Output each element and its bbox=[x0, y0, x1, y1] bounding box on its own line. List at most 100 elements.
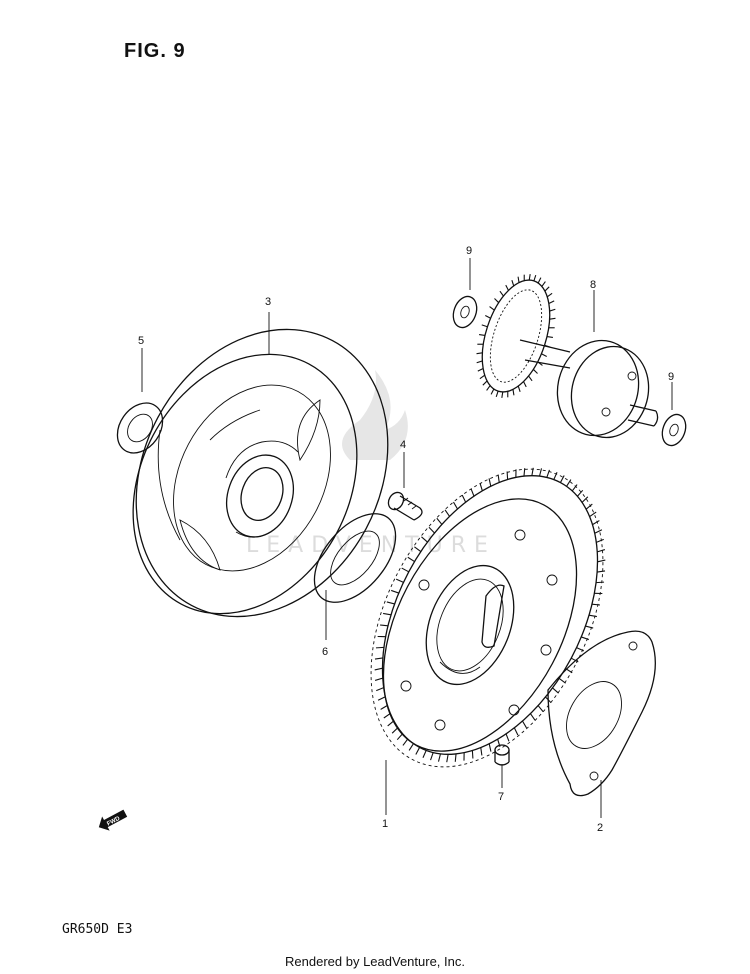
gear-tooth bbox=[588, 614, 597, 618]
gear-tooth bbox=[513, 727, 519, 736]
gear-tooth bbox=[476, 352, 483, 355]
gear-tooth bbox=[594, 529, 603, 534]
gear-tooth bbox=[386, 601, 395, 605]
gear-tooth bbox=[402, 738, 409, 746]
gear-tooth bbox=[383, 712, 391, 719]
gear-tooth bbox=[374, 667, 383, 671]
part-9-washer-lower bbox=[661, 413, 687, 447]
gear-tooth bbox=[437, 753, 442, 762]
gear-tooth bbox=[505, 284, 509, 291]
gear-tooth bbox=[558, 677, 566, 684]
fwd-arrow-icon: FWD bbox=[98, 809, 128, 831]
gear-tooth bbox=[488, 478, 492, 487]
gear-tooth bbox=[480, 747, 483, 756]
callout-6: 6 bbox=[322, 646, 328, 658]
gear-tooth bbox=[549, 317, 556, 320]
gear-tooth bbox=[565, 667, 573, 674]
gear-tooth bbox=[490, 388, 495, 395]
gear-tooth bbox=[528, 375, 533, 382]
gear-tooth bbox=[374, 677, 383, 681]
gear-tooth bbox=[452, 501, 459, 510]
gear-tooth bbox=[461, 494, 467, 503]
gear-tooth bbox=[476, 360, 483, 364]
gear-tooth bbox=[501, 391, 504, 398]
gear-tooth bbox=[479, 374, 486, 380]
gear-tooth bbox=[401, 567, 410, 573]
gear-tooth bbox=[505, 733, 510, 742]
gear-tooth bbox=[548, 300, 555, 305]
gear-tooth bbox=[499, 290, 504, 297]
gear-tooth bbox=[581, 636, 589, 641]
part-5-plate bbox=[116, 402, 164, 454]
gear-tooth bbox=[415, 747, 421, 755]
gear-tooth bbox=[528, 274, 531, 281]
gear-tooth bbox=[549, 308, 556, 312]
callout-2: 2 bbox=[597, 822, 603, 834]
gear-tooth bbox=[544, 344, 551, 348]
gear-tooth bbox=[387, 720, 395, 727]
gear-tooth bbox=[477, 367, 484, 372]
gear-tooth bbox=[541, 353, 547, 357]
gear-tooth bbox=[421, 536, 428, 543]
gear-tooth bbox=[523, 381, 527, 388]
gear-tooth bbox=[585, 503, 593, 510]
gear-tooth bbox=[497, 474, 500, 483]
gear-tooth bbox=[537, 705, 544, 713]
gear-tooth bbox=[422, 750, 427, 758]
gear-tooth bbox=[396, 733, 403, 741]
gear-tooth bbox=[479, 482, 483, 491]
model-code: GR650D E3 bbox=[62, 922, 133, 937]
gear-tooth bbox=[529, 713, 536, 721]
gear-tooth bbox=[523, 468, 526, 477]
gear-tooth bbox=[511, 280, 515, 287]
gear-tooth bbox=[552, 687, 559, 694]
gear-tooth bbox=[589, 511, 597, 518]
part-1-gear-teeth bbox=[374, 467, 606, 763]
gear-tooth bbox=[571, 484, 578, 492]
gear-tooth bbox=[537, 277, 542, 284]
gear-tooth bbox=[436, 517, 443, 525]
part-8-gear-teeth bbox=[476, 274, 556, 398]
part-3-clutch-housing bbox=[132, 328, 389, 618]
gear-tooth bbox=[497, 739, 501, 748]
gear-tooth bbox=[533, 274, 537, 282]
gear-tooth bbox=[489, 306, 495, 311]
gear-tooth bbox=[570, 657, 579, 663]
watermark-text: LEADVENTURE bbox=[246, 533, 496, 558]
figure-title: FIG. 9 bbox=[124, 40, 186, 62]
gear-tooth bbox=[521, 720, 528, 729]
gear-tooth bbox=[597, 549, 606, 553]
gear-tooth bbox=[481, 324, 488, 328]
gear-tooth bbox=[395, 578, 404, 583]
watermark: LEADVENTURE bbox=[246, 370, 496, 558]
gear-tooth bbox=[470, 488, 475, 497]
gear-tooth bbox=[495, 390, 499, 398]
part-8-idle-gear-shaft bbox=[481, 279, 659, 439]
gear-tooth bbox=[597, 559, 606, 563]
gear-tooth bbox=[544, 286, 550, 292]
gear-tooth bbox=[408, 743, 414, 751]
part-1-driven-gear bbox=[370, 468, 604, 768]
gear-tooth bbox=[581, 496, 589, 503]
gear-tooth bbox=[596, 538, 604, 543]
callout-9-lower: 9 bbox=[668, 371, 674, 383]
gear-tooth bbox=[377, 696, 386, 701]
callout-9-upper: 9 bbox=[466, 245, 472, 257]
callout-5: 5 bbox=[138, 335, 144, 347]
gear-tooth bbox=[532, 368, 538, 374]
gear-tooth bbox=[444, 509, 451, 517]
gear-tooth bbox=[479, 333, 486, 337]
gear-tooth bbox=[383, 612, 392, 616]
gear-tooth bbox=[577, 489, 584, 497]
gear-tooth bbox=[592, 520, 600, 526]
gear-tooth bbox=[485, 315, 491, 319]
part-6-washer bbox=[313, 513, 397, 603]
gear-tooth bbox=[380, 704, 388, 710]
gear-tooth bbox=[376, 687, 384, 692]
gear-tooth bbox=[414, 546, 422, 553]
gear-tooth bbox=[454, 753, 457, 762]
gear-tooth bbox=[585, 625, 594, 629]
gear-tooth bbox=[430, 752, 434, 761]
gear-tooth bbox=[591, 603, 601, 606]
